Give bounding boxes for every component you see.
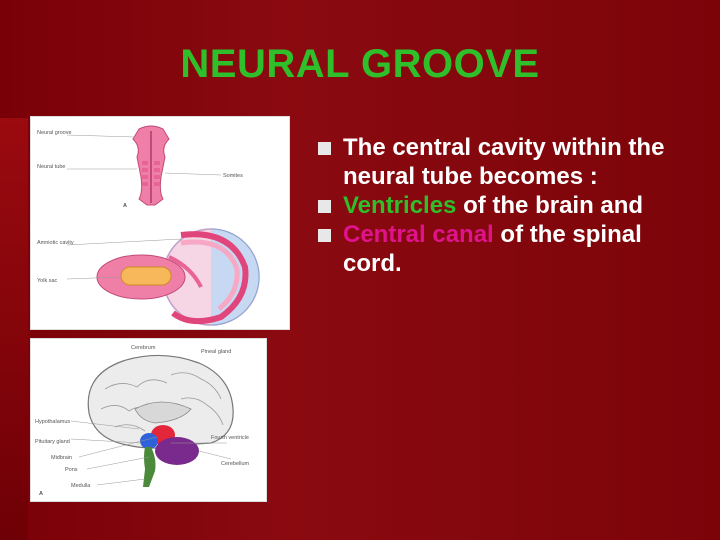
embryo-diagram: Neural groove Neural tube Somites A Amni… — [37, 125, 260, 326]
lateral-embryo-view — [96, 228, 260, 326]
square-bullet-icon — [318, 229, 331, 242]
label-pituitary-gland: Pituitary gland — [35, 439, 70, 445]
square-bullet-icon — [318, 142, 331, 155]
square-bullet-icon — [318, 200, 331, 213]
label-cerebrum: Cerebrum — [131, 345, 156, 351]
cerebellum-shape — [155, 437, 199, 465]
brain-diagram: Cerebrum Pineal gland Hypothalamus Pitui… — [35, 345, 250, 497]
label-yolk-sac: Yolk sac — [37, 278, 58, 284]
figure-bottom-labels: Cerebrum Pineal gland Hypothalamus Pitui… — [35, 345, 250, 497]
bullet-item-central-cavity: The central cavity within the neural tub… — [318, 133, 698, 191]
panel-letter-bottom: A — [39, 491, 43, 497]
brain-sagittal-figure: Cerebrum Pineal gland Hypothalamus Pitui… — [30, 338, 267, 502]
bullet-item-central-canal: Central canal of the spinal cord. — [318, 220, 698, 278]
label-medulla: Medulla — [71, 483, 91, 489]
figure-top-labels: Neural groove Neural tube Somites A — [37, 130, 243, 209]
label-hypothalamus: Hypothalamus — [35, 419, 70, 425]
slide-title: NEURAL GROOVE — [180, 42, 540, 86]
brain-drawing — [87, 354, 234, 487]
bullet-text: of the spinal cord. — [343, 221, 642, 277]
label-pons: Pons — [65, 467, 78, 473]
left-accent-band — [0, 118, 28, 540]
embryo-neural-tube-figure: Neural groove Neural tube Somites A Amni… — [30, 116, 290, 330]
highlight-ventricles: Ventricles — [343, 192, 457, 219]
dorsal-embryo-view — [132, 125, 170, 206]
label-somites: Somites — [223, 173, 243, 179]
label-amniotic-cavity: Amniotic cavity — [37, 240, 74, 246]
bullet-text: of the brain and — [456, 192, 644, 219]
bullet-list: The central cavity within the neural tub… — [318, 133, 698, 278]
label-fourth-ventricle: Fourth ventricle — [211, 435, 249, 441]
label-neural-tube: Neural tube — [37, 164, 65, 170]
brainstem-shape — [143, 447, 156, 487]
highlight-central-canal: Central canal — [343, 221, 494, 248]
figure-lateral-labels: Amniotic cavity Yolk sac — [37, 238, 182, 284]
bullet-item-ventricles: Ventricles of the brain and — [318, 191, 698, 220]
ventricle-highlight — [140, 433, 158, 449]
bullet-text: The central cavity within the neural tub… — [343, 134, 665, 190]
label-pineal-gland: Pineal gland — [201, 349, 231, 355]
label-midbrain: Midbrain — [51, 455, 72, 461]
label-cerebellum: Cerebellum — [221, 461, 250, 467]
panel-letter-top: A — [123, 203, 127, 209]
label-neural-groove: Neural groove — [37, 130, 72, 136]
